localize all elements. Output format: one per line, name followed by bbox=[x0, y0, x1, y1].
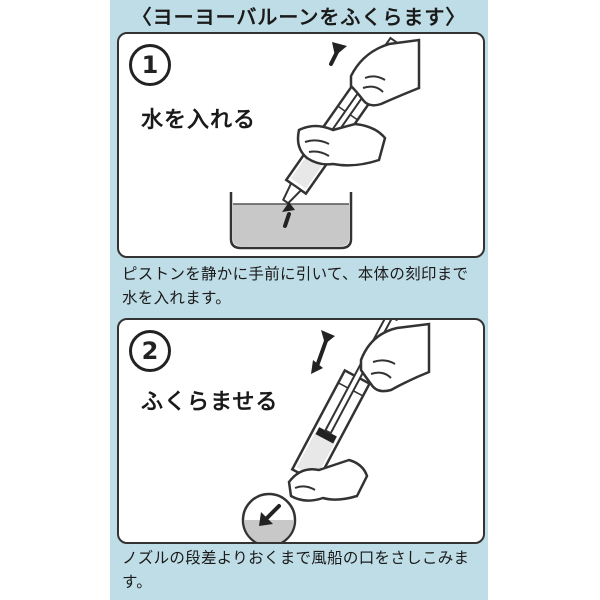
step-description: ノズルの段差よりおくまで風船の口をさしこみます。 bbox=[122, 549, 470, 591]
step-2-panel: 2 ふくらませる bbox=[117, 318, 485, 544]
sheet-title: 〈ヨーヨーバルーンをふくらます〉 bbox=[131, 5, 467, 29]
step-title: ふくらませる bbox=[141, 390, 279, 415]
step-description: ピストンを静かに手前に引いて、本体の刻印まで水を入れます。 bbox=[122, 265, 469, 307]
up-arrow-icon bbox=[282, 202, 295, 228]
step-1-illustration bbox=[229, 36, 421, 250]
step-title: 水を入れる bbox=[141, 108, 257, 133]
instruction-sheet: 〈ヨーヨーバルーンをふくらます〉 bbox=[110, 0, 488, 600]
step-1-panel: 1 水を入れる bbox=[117, 32, 485, 258]
step-2-illustration bbox=[241, 320, 431, 542]
step-number: 1 bbox=[129, 44, 171, 86]
up-arrow-icon bbox=[329, 42, 347, 66]
double-arrow-icon bbox=[311, 330, 335, 374]
step-number: 2 bbox=[129, 330, 171, 372]
down-arrow-icon bbox=[259, 504, 281, 526]
